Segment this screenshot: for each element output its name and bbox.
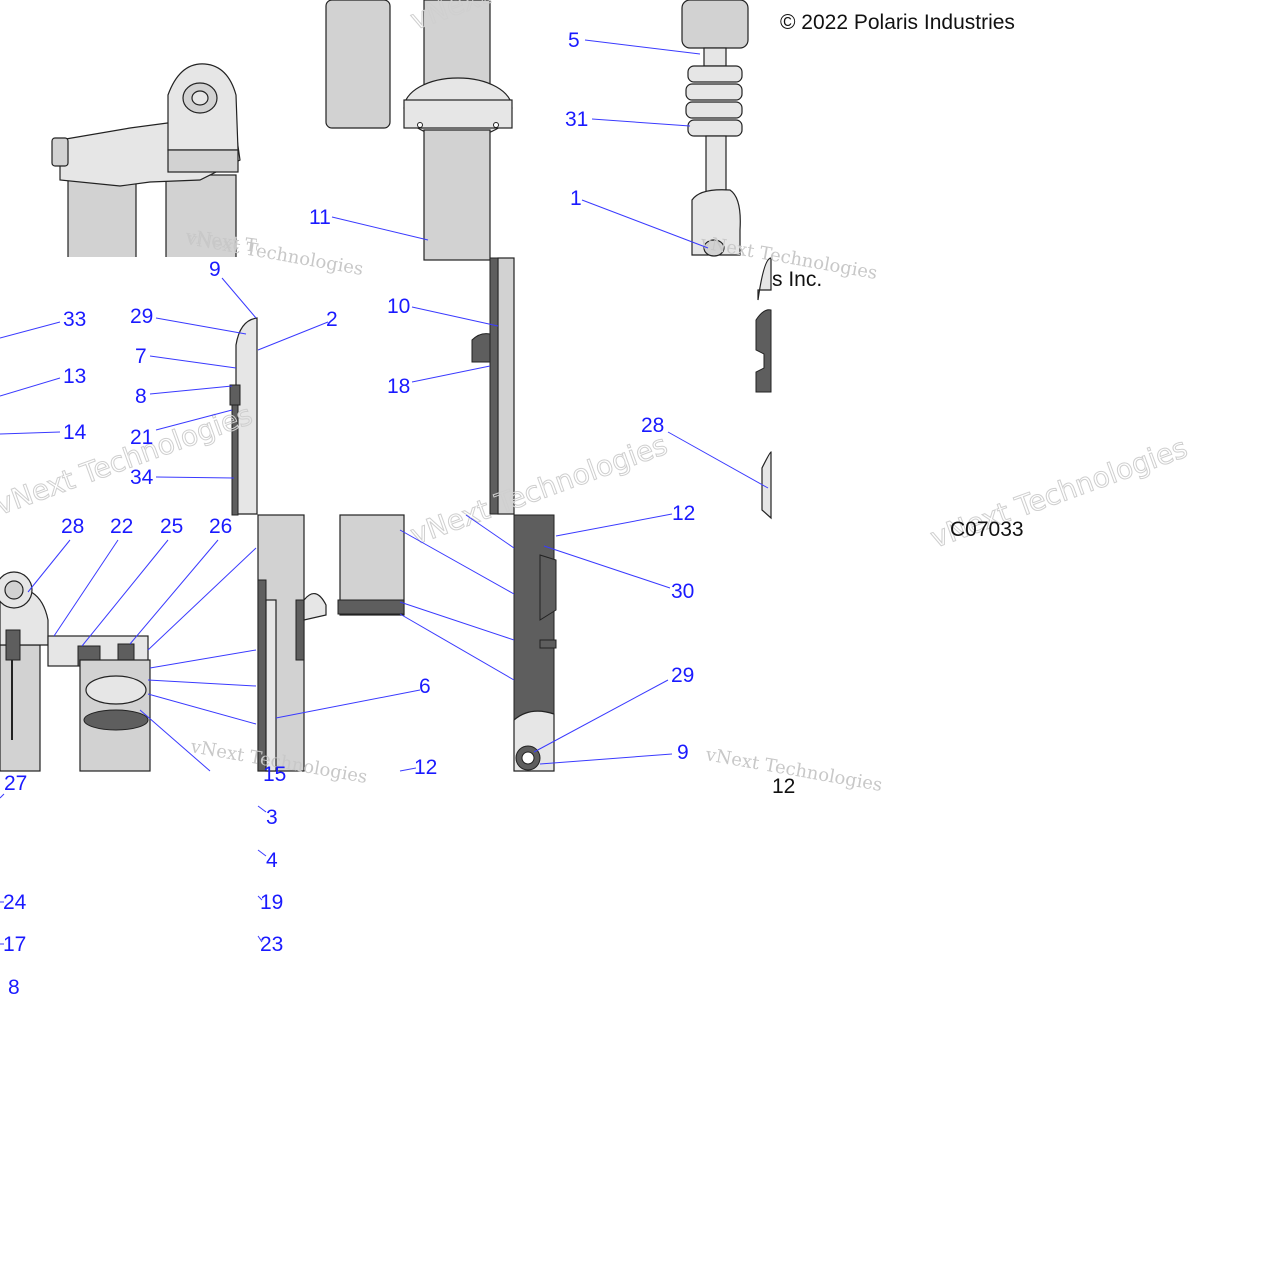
callout-7: 7 [135, 345, 147, 368]
callout-6: 6 [419, 675, 431, 698]
callout-9: 9 [209, 258, 221, 281]
callout-4: 4 [266, 849, 278, 872]
callout-28: 28 [61, 515, 84, 538]
callout-labels: 5 31 1 11 9 33 29 2 7 13 8 14 21 34 10 1… [3, 29, 795, 999]
tile-shock-tubes [325, 0, 513, 261]
callout-8: 8 [135, 385, 147, 408]
callout-31: 31 [565, 108, 588, 131]
callout-11: 11 [309, 206, 331, 229]
callout-13: 13 [63, 365, 86, 388]
callout-17: 17 [3, 933, 26, 956]
tile-lower-assembly [0, 514, 557, 772]
callout-18: 18 [387, 375, 410, 398]
callout-8: 8 [8, 976, 20, 999]
callout-12: 12 [672, 502, 695, 525]
copyright-text: © 2022 Polaris Industries [780, 11, 1015, 34]
callout-29: 29 [671, 664, 694, 687]
callout-1: 1 [570, 187, 582, 210]
callout-3: 3 [266, 806, 278, 829]
callout-9: 9 [677, 741, 689, 764]
copyright-tail-text: s Inc. [772, 268, 822, 291]
callout-22: 22 [110, 515, 133, 538]
callout-2: 2 [326, 308, 338, 331]
callout-21: 21 [130, 426, 153, 449]
callout-5: 5 [568, 29, 580, 52]
callout-27: 27 [4, 772, 27, 795]
callout-30: 30 [671, 580, 694, 603]
callout-34: 34 [130, 466, 154, 489]
tile-top-mount: vNext Tec [51, 63, 257, 257]
callout-12: 12 [414, 756, 437, 779]
tile-shaft-bumper [681, 0, 749, 257]
callout-10: 10 [387, 295, 410, 318]
callout-29: 29 [130, 305, 153, 328]
watermark-text: vNext Technologies [0, 398, 257, 522]
callout-25: 25 [160, 515, 183, 538]
callout-28: 28 [641, 414, 664, 437]
callout-24: 24 [3, 891, 27, 914]
figure-code: C07033 [950, 518, 1024, 541]
callout-15: 15 [263, 763, 286, 786]
callout-26: 26 [209, 515, 232, 538]
callout-33: 33 [63, 308, 86, 331]
callout-23: 23 [260, 933, 283, 956]
tile-upper-section [229, 257, 772, 520]
callout-19: 19 [260, 891, 283, 914]
callout-14: 14 [63, 421, 87, 444]
leader-stubs [0, 793, 267, 945]
callout-12: 12 [772, 775, 795, 798]
leader-lines [0, 39, 769, 772]
